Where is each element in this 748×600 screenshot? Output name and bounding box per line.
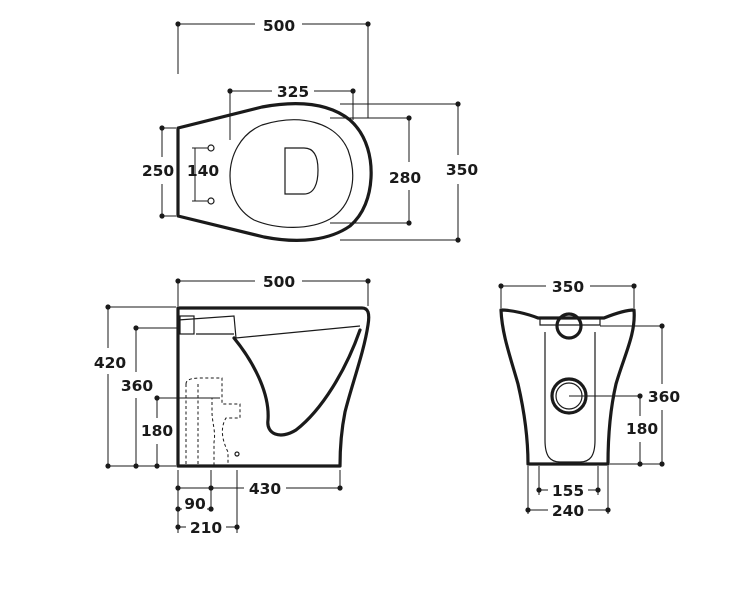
side-view-trapway <box>232 328 362 437</box>
side-view: 500 420 360 180 430 90 <box>94 273 371 537</box>
top-view-outline <box>176 102 373 242</box>
side-view-outline <box>176 306 371 468</box>
fixing-hole-upper <box>207 144 215 152</box>
side-wall-to-front-label: 430 <box>249 480 282 498</box>
side-overall-height-label: 420 <box>94 354 127 372</box>
side-rim-height-label: 360 <box>121 377 154 395</box>
top-view: 500 325 250 140 280 350 <box>142 17 479 243</box>
top-view-outlet-opening <box>284 147 319 195</box>
side-view-fixing-point <box>234 451 240 457</box>
top-overall-width-label: 350 <box>446 161 479 179</box>
rear-view-inner-channel <box>544 332 596 463</box>
side-view-rim <box>177 315 361 339</box>
rear-outlet-height-label: 180 <box>626 420 659 438</box>
side-view-seat-fixing <box>179 315 195 335</box>
rear-view-outline <box>499 308 636 466</box>
top-fixing-spacing-label: 140 <box>187 162 220 180</box>
top-rear-width-label: 250 <box>142 162 175 180</box>
top-overall-length-label: 500 <box>263 17 296 35</box>
rear-base-width-label: 240 <box>552 502 585 520</box>
side-overall-length-label: 500 <box>263 273 296 291</box>
rear-fixing-spacing-label: 155 <box>552 482 584 500</box>
rear-rim-height-label: 360 <box>648 388 681 406</box>
rear-view-upper-spigot <box>555 312 583 340</box>
side-outlet-height-label: 180 <box>141 422 174 440</box>
top-view-bowl-rim <box>229 119 354 228</box>
fixing-hole-lower <box>207 197 215 205</box>
top-bowl-length-label: 325 <box>277 83 309 101</box>
side-view-outlet-pipe <box>185 377 241 466</box>
rear-overall-width-label: 350 <box>552 278 585 296</box>
side-outlet-offset-label: 90 <box>184 495 206 513</box>
rear-view: 350 360 180 155 240 <box>498 278 680 520</box>
top-bowl-width-label: 280 <box>389 169 422 187</box>
side-outlet-to-fixing-label: 210 <box>190 519 223 537</box>
